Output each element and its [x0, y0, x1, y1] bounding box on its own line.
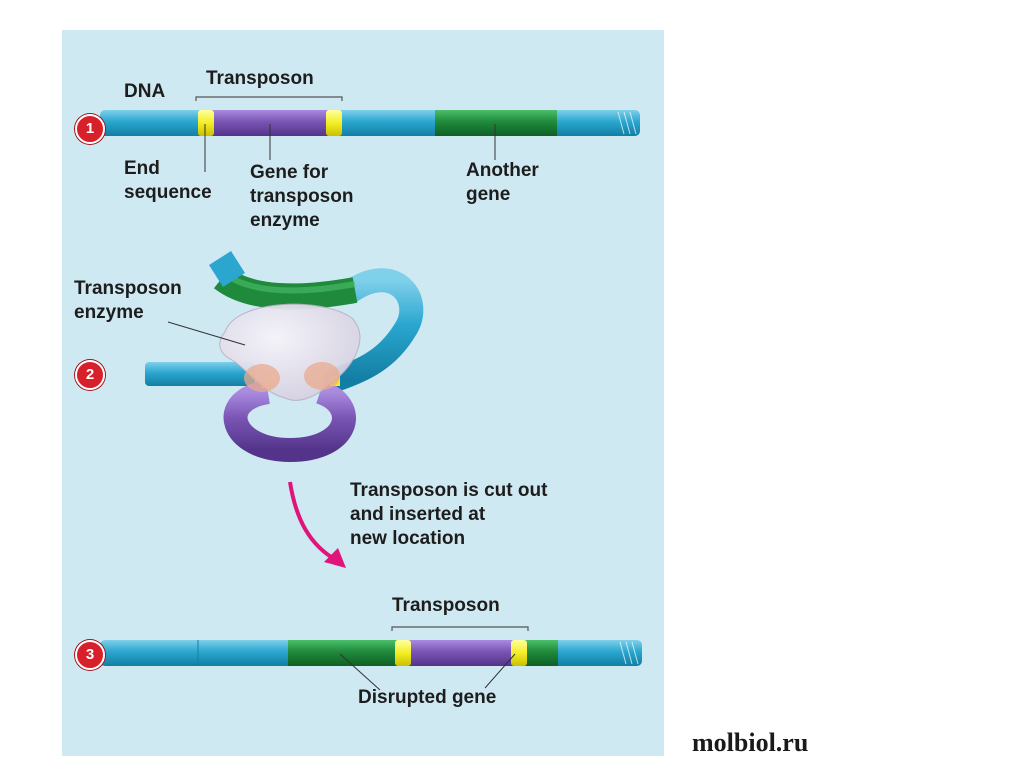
cut-out-note: Transposon is cut out and inserted at ne…: [350, 480, 548, 549]
curved-arrow-icon: [288, 481, 346, 568]
enzyme-contact-left: [244, 364, 280, 392]
enzyme-leader: [167, 321, 246, 346]
dna-strand-1: [100, 110, 640, 136]
disrupted-gene-leader-left: [339, 653, 381, 691]
transposon-label-bottom: Transposon: [392, 595, 500, 616]
transposon-label-top: Transposon: [206, 68, 314, 89]
dna-label: DNA: [124, 81, 166, 102]
disrupted-gene-label: Disrupted gene: [358, 687, 497, 708]
step-1-badge: 1: [75, 114, 105, 144]
watermark: molbiol.ru: [692, 728, 809, 757]
dna-strand-3: [100, 640, 642, 666]
diagram-panel: [62, 30, 664, 756]
dna-looped-complex: [145, 251, 424, 463]
another-gene-segment: [435, 110, 557, 136]
enzyme-contact-right: [304, 362, 340, 390]
end-sequence-right-3: [511, 640, 527, 666]
gene-for-enzyme-label: Gene for transposon enzyme: [250, 162, 354, 231]
transposon-bracket-top: [195, 96, 343, 101]
another-gene-label: Another gene: [466, 160, 539, 205]
end-sequence-left: [198, 110, 214, 136]
end-sequence-right: [326, 110, 342, 136]
transposon-enzyme-label: Transposon enzyme: [74, 278, 182, 323]
transposon-bracket-bottom: [391, 626, 529, 631]
end-sequence-label: End sequence: [124, 158, 212, 203]
transposon-segment: [200, 110, 338, 136]
inserted-transposon-segment: [400, 640, 522, 666]
step-3-badge: 3: [75, 640, 105, 670]
disrupted-gene-leader-right: [484, 653, 516, 689]
step-2-badge: 2: [75, 360, 105, 390]
end-sequence-left-3: [395, 640, 411, 666]
